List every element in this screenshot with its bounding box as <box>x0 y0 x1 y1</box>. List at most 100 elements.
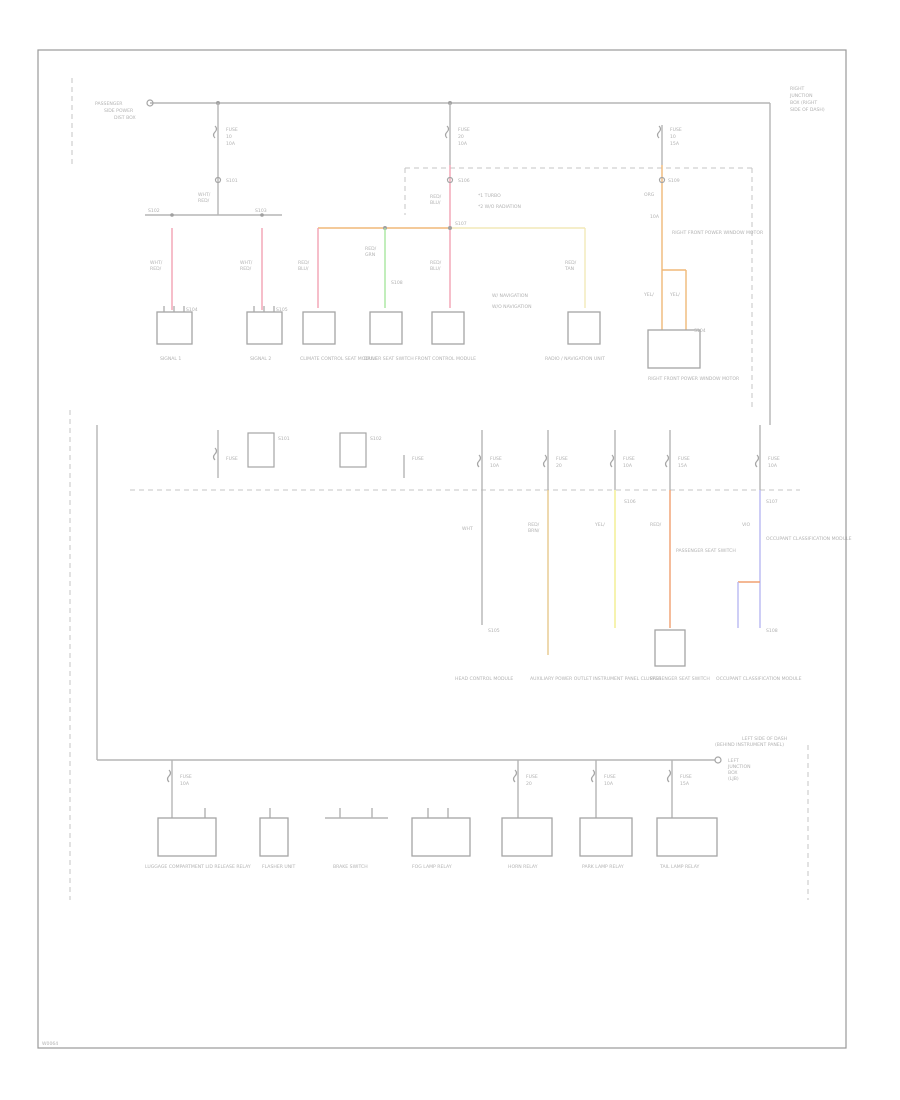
fuse-top-2: FUSE 20 10A <box>444 101 470 165</box>
svg-text:OCCUPANT CLASSIFICATION MODULE: OCCUPANT CLASSIFICATION MODULE <box>766 536 852 542</box>
svg-text:TAN: TAN <box>564 266 574 272</box>
component-radio-navigation: RADIO / NAVIGATION UNIT <box>545 311 605 362</box>
svg-text:10A: 10A <box>458 141 468 147</box>
fuse-mid-1: FUSE 10A WHT S105 HEAD CONTROL MODULE <box>455 430 513 682</box>
component-front-control-module: FRONT CONTROL MODULE <box>415 311 476 362</box>
fuse-top-3: FUSE 10 15A <box>656 125 682 165</box>
svg-text:RED/: RED/ <box>198 198 210 204</box>
svg-text:CLIMATE CONTROL SEAT MODULE: CLIMATE CONTROL SEAT MODULE <box>300 356 378 362</box>
svg-text:20: 20 <box>556 463 562 469</box>
svg-text:RED/: RED/ <box>365 246 377 252</box>
svg-text:ORG: ORG <box>644 192 655 198</box>
svg-text:YEL/: YEL/ <box>669 292 680 298</box>
svg-text:W/ NAVIGATION: W/ NAVIGATION <box>492 293 528 299</box>
bottom-fuse-horn: FUSE 20 HORN RELAY <box>501 760 553 870</box>
bottom-fuse-1: FUSE 10A LUGGAGE COMPARTMENT LID RELEASE… <box>145 760 251 870</box>
svg-text:WHT/: WHT/ <box>198 192 211 198</box>
svg-text:BLU/: BLU/ <box>430 266 441 272</box>
svg-text:10: 10 <box>226 134 232 140</box>
svg-text:RED/: RED/ <box>565 260 577 266</box>
mid-relays: FUSE S101 S102 FUSE <box>212 430 424 478</box>
svg-text:SIGNAL 1: SIGNAL 1 <box>160 356 181 362</box>
footer-right-1: LEFT SIDE OF DASH <box>742 736 787 742</box>
svg-text:S101: S101 <box>278 436 290 442</box>
svg-text:15A: 15A <box>680 781 690 787</box>
svg-text:PARK LAMP RELAY: PARK LAMP RELAY <box>582 864 624 870</box>
svg-text:S103: S103 <box>255 208 267 214</box>
svg-text:S102: S102 <box>148 208 160 214</box>
svg-text:10A: 10A <box>623 463 633 469</box>
svg-text:RED/: RED/ <box>150 266 162 272</box>
svg-text:10A: 10A <box>226 141 236 147</box>
svg-text:RED/: RED/ <box>430 194 442 200</box>
svg-text:S106: S106 <box>458 178 470 184</box>
svg-text:S107: S107 <box>766 499 778 505</box>
header-left-3: DIST BOX <box>114 115 136 121</box>
svg-text:FUSE: FUSE <box>458 127 470 133</box>
svg-text:10A: 10A <box>490 463 500 469</box>
svg-text:10A: 10A <box>604 781 614 787</box>
branch-left: S101 WHT/ RED/ S102 S103 WHT/ RED/ WHT/ … <box>145 165 282 310</box>
component-climate-seat-module: CLIMATE CONTROL SEAT MODULE <box>300 311 378 362</box>
fuse-top-1: FUSE 10 10A <box>212 101 238 165</box>
component-flasher-unit: FLASHER UNIT <box>259 808 296 870</box>
svg-text:*2 W/O RADIATION: *2 W/O RADIATION <box>478 204 521 210</box>
svg-text:S108: S108 <box>391 280 403 286</box>
svg-text:HORN RELAY: HORN RELAY <box>508 864 538 870</box>
svg-text:OCCUPANT CLASSIFICATION MODULE: OCCUPANT CLASSIFICATION MODULE <box>716 676 802 682</box>
svg-text:20: 20 <box>526 781 532 787</box>
svg-text:RED/: RED/ <box>650 522 662 528</box>
component-right-window-motor: S104 RIGHT FRONT POWER WINDOW MOTOR <box>647 328 740 382</box>
svg-text:FUSE: FUSE <box>412 456 424 462</box>
svg-text:FLASHER UNIT: FLASHER UNIT <box>262 864 296 870</box>
fuse-mid-5: FUSE 10A S107 VIO OCCUPANT CLASSIFICATIO… <box>716 425 852 682</box>
svg-text:WHT/: WHT/ <box>240 260 253 266</box>
svg-text:S105: S105 <box>488 628 500 634</box>
footer-label-3: BOX <box>728 770 738 776</box>
svg-text:RADIO / NAVIGATION UNIT: RADIO / NAVIGATION UNIT <box>545 356 605 362</box>
svg-text:BLU/: BLU/ <box>298 266 309 272</box>
svg-text:RIGHT FRONT POWER WINDOW MOTOR: RIGHT FRONT POWER WINDOW MOTOR <box>672 230 764 236</box>
header-right-1: RIGHT <box>790 86 805 92</box>
svg-text:LUGGAGE COMPARTMENT LID RELEAS: LUGGAGE COMPARTMENT LID RELEASE RELAY <box>145 864 251 870</box>
header-right-4: SIDE OF DASH) <box>790 107 825 113</box>
fuse-mid-3: FUSE 10A YEL/ S106 INSTRUMENT PANEL CLUS… <box>593 430 662 682</box>
svg-text:FUSE: FUSE <box>678 456 690 462</box>
svg-text:FUSE: FUSE <box>226 127 238 133</box>
branch-right-top: S109 ORG 10A YEL/ YEL/ RIGHT FRONT POWER… <box>643 165 764 330</box>
svg-text:RIGHT FRONT POWER WINDOW MOTOR: RIGHT FRONT POWER WINDOW MOTOR <box>648 376 740 382</box>
svg-text:S102: S102 <box>370 436 382 442</box>
svg-text:RED/: RED/ <box>430 260 442 266</box>
header-left-2: SIDE POWER <box>104 108 134 114</box>
svg-text:10A: 10A <box>650 214 660 220</box>
svg-text:DRIVER SEAT SWITCH: DRIVER SEAT SWITCH <box>364 356 414 362</box>
svg-text:S104: S104 <box>694 328 706 334</box>
svg-text:S106: S106 <box>624 499 636 505</box>
footer-right-2: (BEHIND INSTRUMENT PANEL) <box>715 742 784 748</box>
svg-text:WHT/: WHT/ <box>150 260 163 266</box>
svg-text:PASSENGER SEAT SWITCH: PASSENGER SEAT SWITCH <box>676 548 736 554</box>
svg-text:AUXILIARY POWER OUTLET: AUXILIARY POWER OUTLET <box>530 676 592 682</box>
component-signal-2: S105 SIGNAL 2 <box>246 306 288 362</box>
svg-text:FUSE: FUSE <box>604 774 616 780</box>
fuse-mid-4: FUSE 15A RED/ PASSENGER SEAT SWITCH PASS… <box>650 430 736 682</box>
svg-text:FUSE: FUSE <box>623 456 635 462</box>
svg-text:FUSE: FUSE <box>526 774 538 780</box>
svg-text:FUSE: FUSE <box>680 774 692 780</box>
svg-text:YEL/: YEL/ <box>594 522 605 528</box>
header-left-1: PASSENGER <box>95 101 123 107</box>
footer-label-4: (LJB) <box>728 776 739 782</box>
svg-text:S109: S109 <box>668 178 680 184</box>
svg-text:10A: 10A <box>180 781 190 787</box>
svg-text:GRN: GRN <box>365 252 375 258</box>
svg-text:10A: 10A <box>768 463 778 469</box>
top-bus-connector <box>146 99 154 107</box>
svg-text:INSTRUMENT PANEL CLUSTER: INSTRUMENT PANEL CLUSTER <box>593 676 662 682</box>
svg-text:15A: 15A <box>678 463 688 469</box>
svg-text:20: 20 <box>458 134 464 140</box>
svg-text:VIO: VIO <box>742 522 750 528</box>
svg-text:10: 10 <box>670 134 676 140</box>
svg-text:FUSE: FUSE <box>556 456 568 462</box>
svg-text:FRONT CONTROL MODULE: FRONT CONTROL MODULE <box>415 356 476 362</box>
